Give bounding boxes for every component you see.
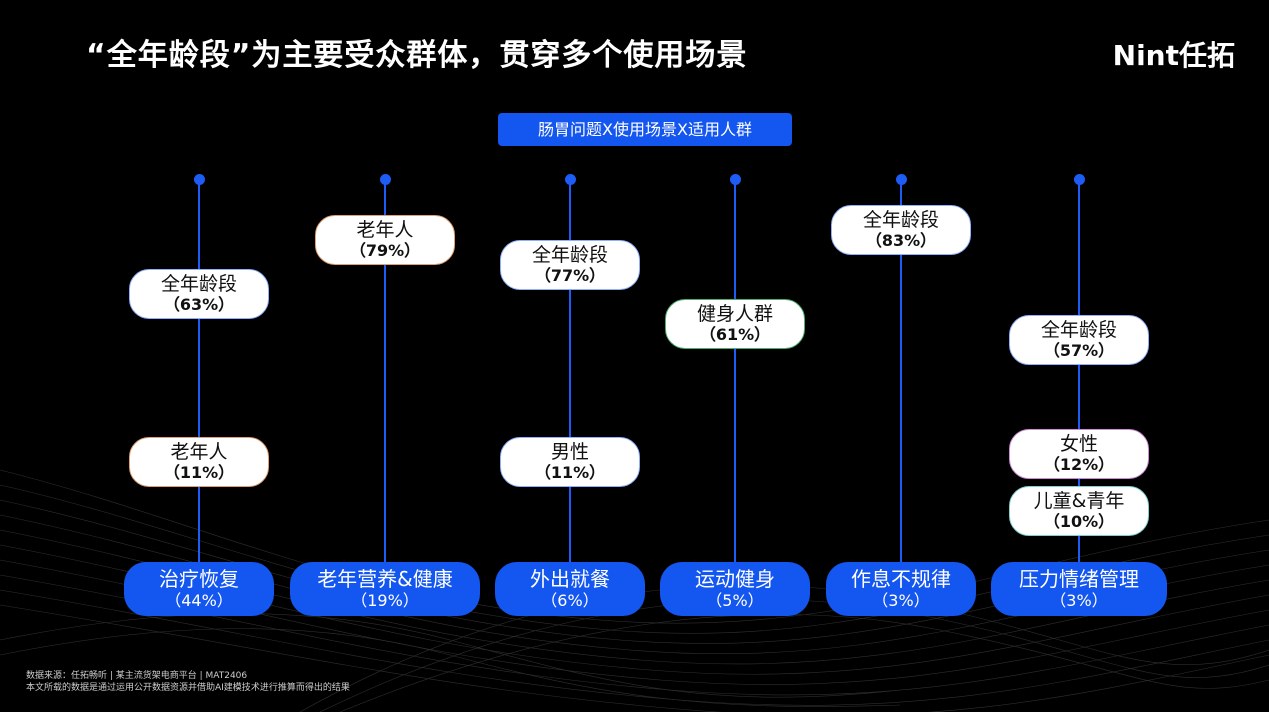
audience-percent: （63%） — [163, 295, 235, 314]
scene-pill: 外出就餐（6%） — [495, 562, 645, 616]
footer-note: 数据来源：任拓畅听 | 某主流货架电商平台 | MAT2406 本文所载的数据是… — [26, 670, 350, 694]
scene-label: 老年营养&健康 — [317, 567, 453, 591]
audience-percent: （12%） — [1043, 455, 1115, 474]
scene-label: 压力情绪管理 — [1019, 567, 1139, 591]
audience-label: 全年龄段 — [160, 273, 237, 295]
connector-line — [384, 179, 386, 562]
audience-percent: （79%） — [349, 241, 421, 260]
audience-bubble: 健身人群（61%） — [665, 299, 805, 349]
connector-dot — [564, 174, 576, 185]
connector-dot — [379, 174, 391, 185]
scene-pill: 治疗恢复（44%） — [124, 562, 274, 616]
audience-percent: （57%） — [1043, 341, 1115, 360]
scene-pill: 老年营养&健康（19%） — [290, 562, 480, 616]
connector-dot — [1073, 174, 1085, 185]
scene-label: 外出就餐 — [530, 567, 610, 591]
footer-source: 数据来源：任拓畅听 | 某主流货架电商平台 | MAT2406 — [26, 671, 248, 681]
footer-disclaimer: 本文所载的数据是通过运用公开数据资源并借助AI建模技术进行推算而得出的结果 — [26, 683, 350, 693]
scene-percent: （3%） — [872, 591, 930, 610]
audience-bubble: 老年人（79%） — [315, 215, 455, 265]
audience-label: 老年人 — [356, 219, 414, 241]
audience-percent: （77%） — [534, 266, 606, 285]
connector-dot — [895, 174, 907, 185]
connector-line — [900, 179, 902, 562]
audience-label: 儿童&青年 — [1033, 490, 1125, 512]
connector-line — [198, 179, 200, 562]
audience-bubble: 全年龄段（57%） — [1009, 315, 1149, 365]
connector-line — [1078, 179, 1080, 562]
audience-bubble: 全年龄段（83%） — [831, 205, 971, 255]
scene-percent: （19%） — [351, 591, 419, 610]
audience-label: 老年人 — [170, 441, 228, 463]
scene-percent: （5%） — [706, 591, 764, 610]
connector-line — [734, 179, 736, 562]
scene-pill: 作息不规律（3%） — [826, 562, 976, 616]
audience-bubble: 老年人（11%） — [129, 437, 269, 487]
scene-label: 作息不规律 — [851, 567, 951, 591]
scene-pill: 压力情绪管理（3%） — [991, 562, 1167, 616]
audience-label: 全年龄段 — [862, 209, 939, 231]
audience-label: 女性 — [1059, 433, 1098, 455]
audience-percent: （11%） — [534, 463, 606, 482]
audience-percent: （11%） — [163, 463, 235, 482]
connector-dot — [729, 174, 741, 185]
connector-line — [569, 179, 571, 562]
audience-label: 全年龄段 — [531, 244, 608, 266]
audience-bubble: 全年龄段（63%） — [129, 269, 269, 319]
audience-label: 全年龄段 — [1040, 319, 1117, 341]
page-title: “全年龄段”为主要受众群体，贯穿多个使用场景 — [86, 38, 748, 73]
connector-dot — [193, 174, 205, 185]
scene-label: 治疗恢复 — [159, 567, 239, 591]
scene-percent: （44%） — [165, 591, 233, 610]
audience-bubble: 男性（11%） — [500, 437, 640, 487]
audience-label: 健身人群 — [696, 303, 773, 325]
audience-percent: （10%） — [1043, 512, 1115, 531]
audience-bubble: 全年龄段（77%） — [500, 240, 640, 290]
audience-percent: （83%） — [865, 231, 937, 250]
audience-percent: （61%） — [699, 325, 771, 344]
scene-label: 运动健身 — [695, 567, 775, 591]
audience-bubble: 女性（12%） — [1009, 429, 1149, 479]
scene-percent: （6%） — [541, 591, 599, 610]
brand-logo: Nint任拓 — [1112, 39, 1235, 72]
audience-label: 男性 — [550, 441, 589, 463]
scene-percent: （3%） — [1050, 591, 1108, 610]
scene-pill: 运动健身（5%） — [660, 562, 810, 616]
audience-bubble: 儿童&青年（10%） — [1009, 486, 1149, 536]
diagram-subtitle: 肠胃问题X使用场景X适用人群 — [498, 113, 792, 146]
